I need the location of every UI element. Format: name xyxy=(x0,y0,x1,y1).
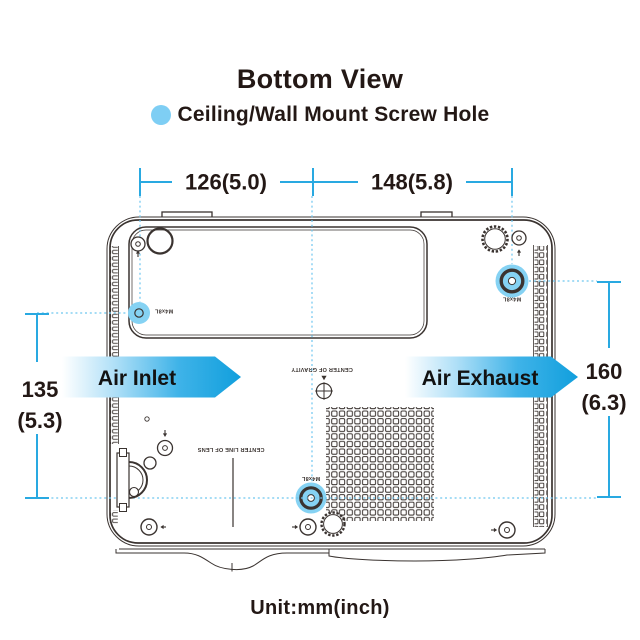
dimension-label-5-3: (5.3) xyxy=(17,408,62,433)
adjustable-foot-front-right xyxy=(481,225,509,253)
mount-screw-hole-legend-icon xyxy=(150,105,171,125)
center-of-gravity-label: CENTER OF GRAVITY xyxy=(291,366,353,372)
air-inlet-label: Air Inlet xyxy=(98,367,176,390)
screw-spec-label-left: M4x8L xyxy=(154,308,173,314)
feet-and-screws xyxy=(116,225,527,539)
unit-note: Unit:mm(inch) xyxy=(250,597,390,619)
center-of-gravity: CENTER OF GRAVITY xyxy=(291,366,353,400)
screw-bail xyxy=(156,439,174,457)
arrow-right-icon xyxy=(493,527,498,533)
security-bail xyxy=(116,448,157,512)
air-inlet-arrow-icon xyxy=(62,356,241,398)
speaker-grill xyxy=(326,407,434,521)
air-exhaust-arrow-icon xyxy=(405,356,578,398)
dimension-label-126: 126(5.0) xyxy=(185,170,267,195)
screw-spec-label-top-right: M4x8L xyxy=(502,296,521,302)
screw-front-left xyxy=(130,236,146,252)
center-line-of-lens-label: CENTER LINE OF LENS xyxy=(197,446,264,452)
dimension-label-135: 135 xyxy=(22,377,59,402)
air-inlet-banner: Air Inlet xyxy=(62,356,241,398)
foot-front-left xyxy=(146,227,174,255)
dimension-top-width: 126(5.0) 148(5.8) xyxy=(139,168,513,196)
center-line-of-lens: CENTER LINE OF LENS xyxy=(197,446,264,527)
screw-spec-label-bottom: M4x8L xyxy=(301,475,320,481)
dimension-label-148: 148(5.8) xyxy=(371,170,453,195)
recessed-panel xyxy=(128,226,428,422)
air-exhaust-label: Air Exhaust xyxy=(422,367,539,390)
arrow-left-icon xyxy=(160,524,164,530)
dimension-label-160: 160 xyxy=(586,359,623,384)
arrow-up-icon xyxy=(135,250,141,254)
screw-rear-left xyxy=(140,518,158,536)
screw-rear-right xyxy=(498,521,516,539)
center-of-gravity-pointer xyxy=(321,375,327,381)
screw-rear-center xyxy=(299,518,317,536)
side-vent-left xyxy=(109,246,119,524)
mount-screw-hole-left: M4x8L xyxy=(128,302,173,324)
arrow-up-icon xyxy=(516,249,522,253)
mount-screw-hole-top-right: M4x8L xyxy=(495,264,529,302)
arrow-down-icon xyxy=(162,433,168,437)
legend-label: Ceiling/Wall Mount Screw Hole xyxy=(177,103,490,126)
front-face-profile xyxy=(115,548,546,572)
dimension-right-height: 160 (6.3) xyxy=(574,281,638,498)
adjustable-foot-rear xyxy=(320,511,346,537)
air-exhaust-banner: Air Exhaust xyxy=(405,356,578,398)
legend: Ceiling/Wall Mount Screw Hole xyxy=(0,103,640,127)
arrow-right-icon xyxy=(294,524,299,530)
dimension-label-6-3: (6.3) xyxy=(581,390,626,415)
screw-front-right xyxy=(511,230,527,246)
page-title: Bottom View xyxy=(236,64,404,94)
dimension-left-height: 135 (5.3) xyxy=(12,313,68,499)
